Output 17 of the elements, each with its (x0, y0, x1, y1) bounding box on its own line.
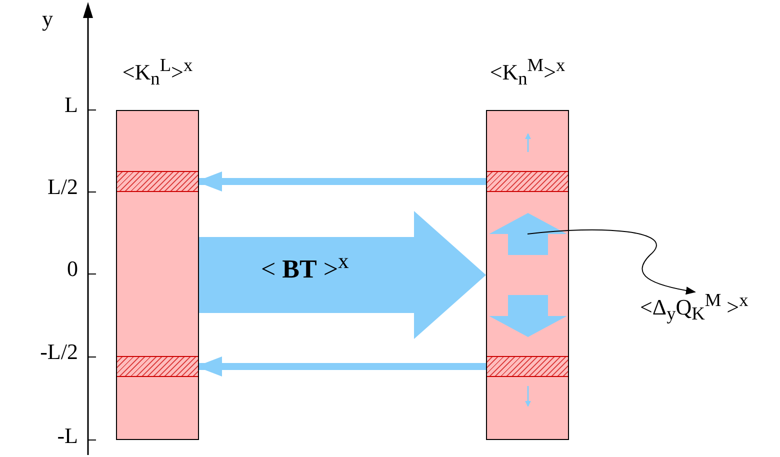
hatched-band (487, 171, 568, 192)
wide-arrow (199, 211, 486, 339)
hatched-band (117, 356, 198, 377)
tick-label: L/2 (47, 174, 78, 200)
tick-label: 0 (67, 256, 78, 282)
edge-label: < BT >$^{x}$ (261, 249, 349, 285)
tick-label: -L/2 (40, 339, 78, 365)
hatched-band (487, 356, 568, 377)
column-block (116, 110, 199, 440)
axis-label: y (42, 6, 53, 32)
column-heading: <K$_{n}$$^{M}$>$^{x}$ (490, 55, 566, 90)
flux-label: <Δ$_{y}$Q$_{K}$$^{M}$ >$^{x}$ (640, 290, 748, 325)
tick-label: L (64, 92, 78, 118)
leader-line (527, 229, 696, 294)
column-heading: <K$_{n}$$^{L}$>$^{x}$ (122, 55, 193, 90)
tick-label: -L (57, 423, 78, 449)
hatched-band (117, 171, 198, 192)
